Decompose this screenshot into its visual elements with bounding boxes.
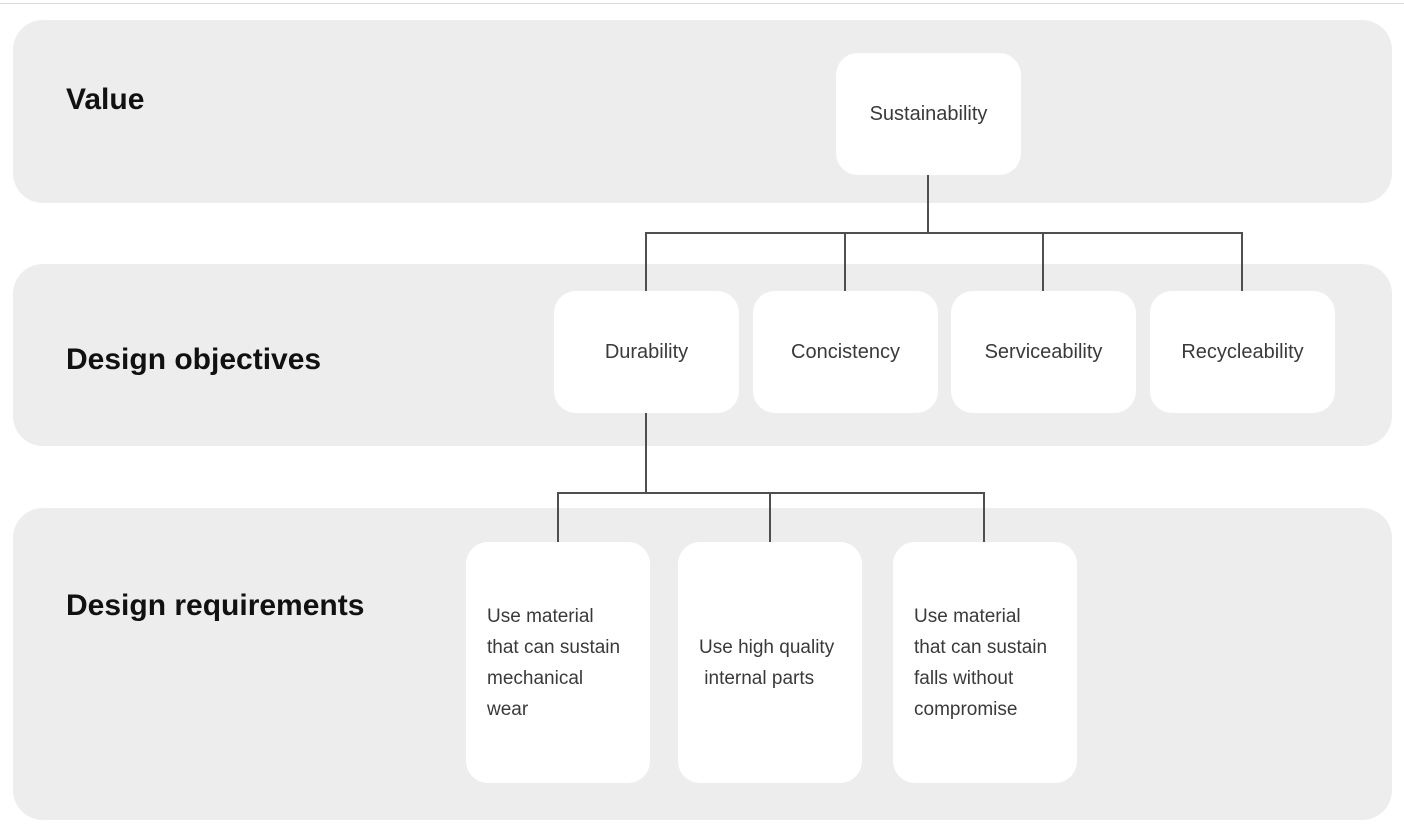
edge-drop-recycleability [1241,233,1243,291]
edge-drop-requirement-1 [557,493,559,542]
edge-drop-requirement-2 [769,493,771,542]
edge-objectives-rail [645,232,1243,234]
node-concistency-label: Concistency [791,340,900,363]
edge-durability-stub [645,413,647,493]
node-sustainability-label: Sustainability [869,102,988,125]
edge-drop-serviceability [1042,233,1044,291]
edge-root-stub [927,175,929,233]
node-requirement-mechanical-wear-label: Use material that can sustain mechanical… [487,605,621,720]
node-concistency[interactable]: Concistency [753,291,938,413]
edge-drop-durability [645,233,647,291]
edge-drop-concistency [844,233,846,291]
node-durability-label: Durability [604,340,689,363]
node-requirement-sustain-falls-label: Use material that can sustain falls with… [914,605,1048,720]
band-value[interactable]: Value [13,20,1392,203]
node-sustainability[interactable]: Sustainability [836,53,1021,175]
node-serviceability[interactable]: Serviceability [951,291,1136,413]
node-recycleability[interactable]: Recycleability [1150,291,1335,413]
node-requirement-mechanical-wear[interactable]: Use material that can sustain mechanical… [466,542,650,783]
band-label-design-objectives: Design objectives [66,343,322,376]
node-requirement-sustain-falls[interactable]: Use material that can sustain falls with… [893,542,1077,783]
node-durability[interactable]: Durability [554,291,739,413]
node-requirement-internal-parts[interactable]: Use high quality internal parts [678,542,862,783]
top-rule [0,3,1404,4]
edge-drop-requirement-3 [983,493,985,542]
band-label-value: Value [66,83,145,116]
node-requirement-internal-parts-label: Use high quality internal parts [699,636,835,689]
node-recycleability-label: Recycleability [1181,340,1304,363]
edge-requirements-rail [557,492,985,494]
band-label-design-requirements: Design requirements [66,589,365,622]
node-serviceability-label: Serviceability [984,340,1103,363]
